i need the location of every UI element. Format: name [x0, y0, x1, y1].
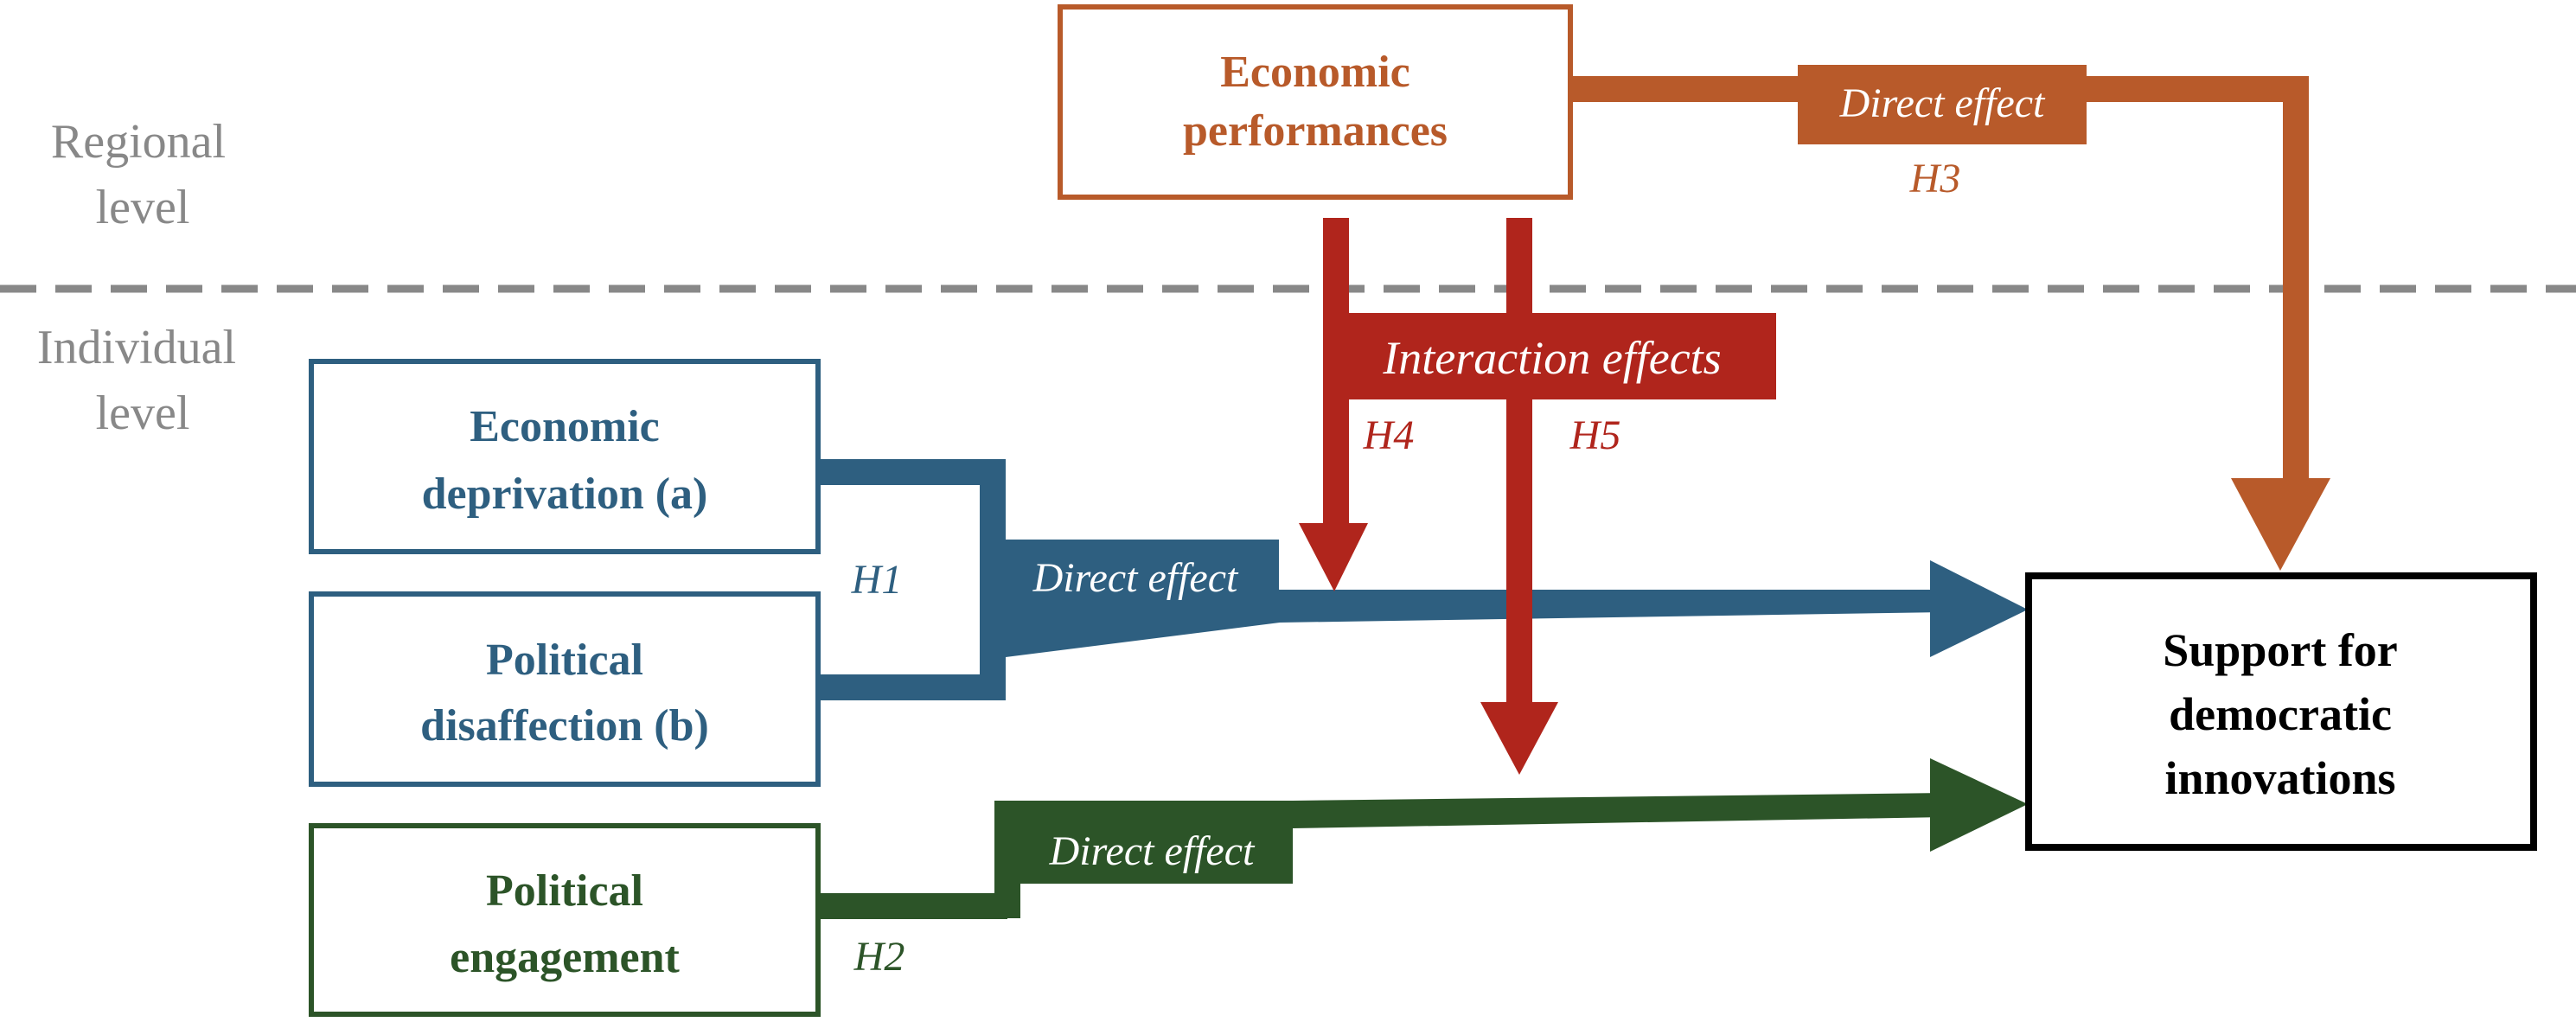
hypothesis-h2-label: H2: [853, 934, 905, 980]
individual-level-label-line2: level: [96, 386, 190, 440]
direct-effect-h1-arrowhead: [1930, 560, 2028, 657]
direct-effect-h3-label: Direct effect: [1839, 80, 2046, 126]
interaction-effects-label-box: [1347, 313, 1776, 399]
interaction-h5-arrowhead: [1480, 702, 1558, 775]
h1-bracket-connector: [818, 459, 1006, 700]
political-engagement-label-line2: engagement: [450, 933, 680, 982]
economic-deprivation-box: [309, 359, 821, 554]
direct-effect-h1-arrow-line: [1006, 543, 1946, 657]
direct-effect-h3-arrowhead: [2231, 478, 2330, 571]
direct-effect-h1-label: Direct effect: [1032, 555, 1239, 601]
political-disaffection-label-line2: disaffection (b): [420, 701, 709, 751]
direct-effect-h2-arrowhead: [1930, 758, 2028, 852]
political-engagement-box: [309, 823, 821, 1017]
economic-performances-label-line2: performances: [1183, 106, 1448, 156]
political-disaffection-box: [309, 591, 821, 787]
economic-deprivation-label-line2: deprivation (a): [422, 469, 708, 519]
economic-performances-box: [1058, 4, 1573, 200]
support-democratic-innovations-box: [2025, 572, 2537, 851]
direct-effect-h2-label-box: [1020, 821, 1293, 884]
interaction-h4-arrow-line: [1323, 218, 1349, 526]
political-disaffection-label-line1: Political: [486, 636, 643, 685]
political-engagement-label-line1: Political: [486, 866, 643, 916]
individual-level-label-line1: Individual: [37, 321, 236, 374]
support-label-line1: Support for: [2163, 624, 2398, 676]
hypothesis-h4-label: H4: [1363, 412, 1415, 458]
hypothesis-h5-label: H5: [1569, 412, 1621, 458]
hypothesis-h1-label: H1: [851, 557, 903, 603]
interaction-effects-label: Interaction effects: [1382, 332, 1721, 384]
direct-effect-h2-label: Direct effect: [1049, 828, 1256, 874]
direct-effect-h3-label-box: [1798, 65, 2087, 144]
economic-performances-label-line1: Economic: [1220, 48, 1410, 97]
interaction-h4-arrowhead: [1299, 523, 1368, 591]
support-label-line2: democratic: [2169, 688, 2392, 740]
interaction-h5-arrow-line: [1506, 218, 1532, 705]
regional-level-label-line1: Regional: [51, 115, 226, 169]
direct-effect-h1-label-box: [1006, 540, 1279, 617]
economic-deprivation-label-line1: Economic: [470, 402, 660, 451]
support-label-line3: innovations: [2164, 752, 2395, 804]
regional-level-label-line2: level: [96, 181, 190, 234]
hypothesis-h3-label: H3: [1909, 156, 1961, 201]
